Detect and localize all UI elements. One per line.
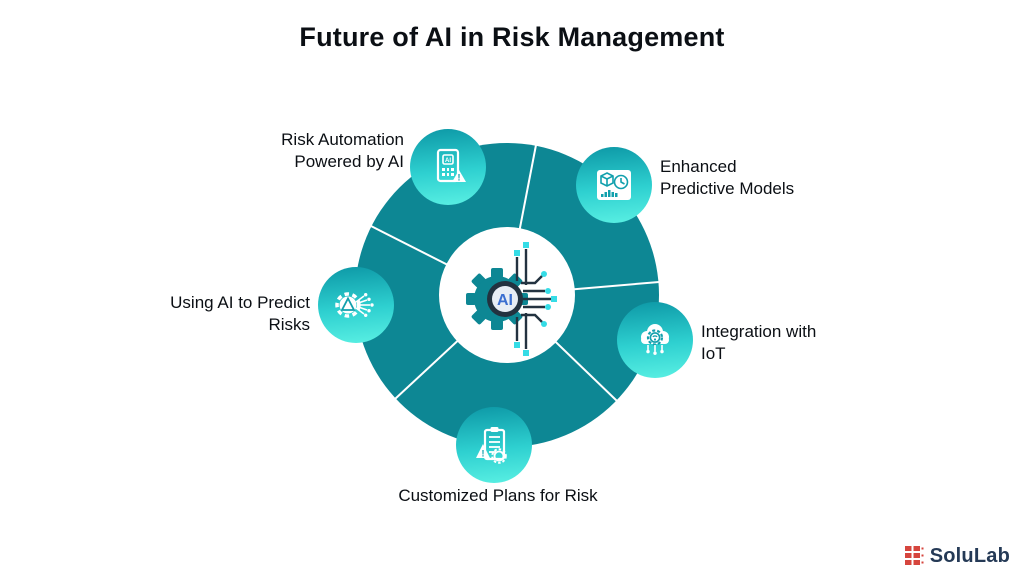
- cube-chart-analytics-icon: [597, 170, 631, 200]
- svg-text:!: !: [458, 173, 461, 183]
- ai-document-warning-icon: AI !: [436, 148, 466, 183]
- label-integration-iot: Integration with IoT: [701, 322, 817, 363]
- badge-predict-risks: [318, 267, 394, 343]
- badge-customized-plans: !: [456, 407, 532, 483]
- svg-text:!: !: [482, 449, 485, 459]
- svg-text:AI: AI: [445, 158, 451, 164]
- label-predictive-models: Enhanced Predictive Models: [660, 157, 795, 198]
- badge-integration-iot: [617, 302, 693, 378]
- solulab-logo-text: SoluLab: [929, 545, 1010, 567]
- ai-center-label: AI: [497, 292, 513, 309]
- clipboard-warning-gear-icon: !: [476, 427, 507, 464]
- page-title: Future of AI in Risk Management: [299, 22, 725, 52]
- segment-dividers: [370, 144, 660, 402]
- gear-network-warning-icon: [335, 292, 374, 318]
- label-customized-plans: Customized Plans for Risk: [398, 486, 598, 505]
- badge-predictive-models: [576, 147, 652, 223]
- solulab-logo: SoluLab: [904, 545, 1010, 568]
- label-risk-automation: Risk Automation Powered by AI: [281, 130, 404, 171]
- ai-gear-chip-icon: AI: [466, 242, 557, 356]
- circuit-traces: [514, 242, 557, 356]
- badge-risk-automation: AI !: [410, 129, 486, 205]
- solulab-logo-mark-icon: [904, 546, 924, 565]
- label-predict-risks: Using AI to Predict Risks: [170, 293, 310, 334]
- iot-cloud-gear-icon: [641, 324, 669, 355]
